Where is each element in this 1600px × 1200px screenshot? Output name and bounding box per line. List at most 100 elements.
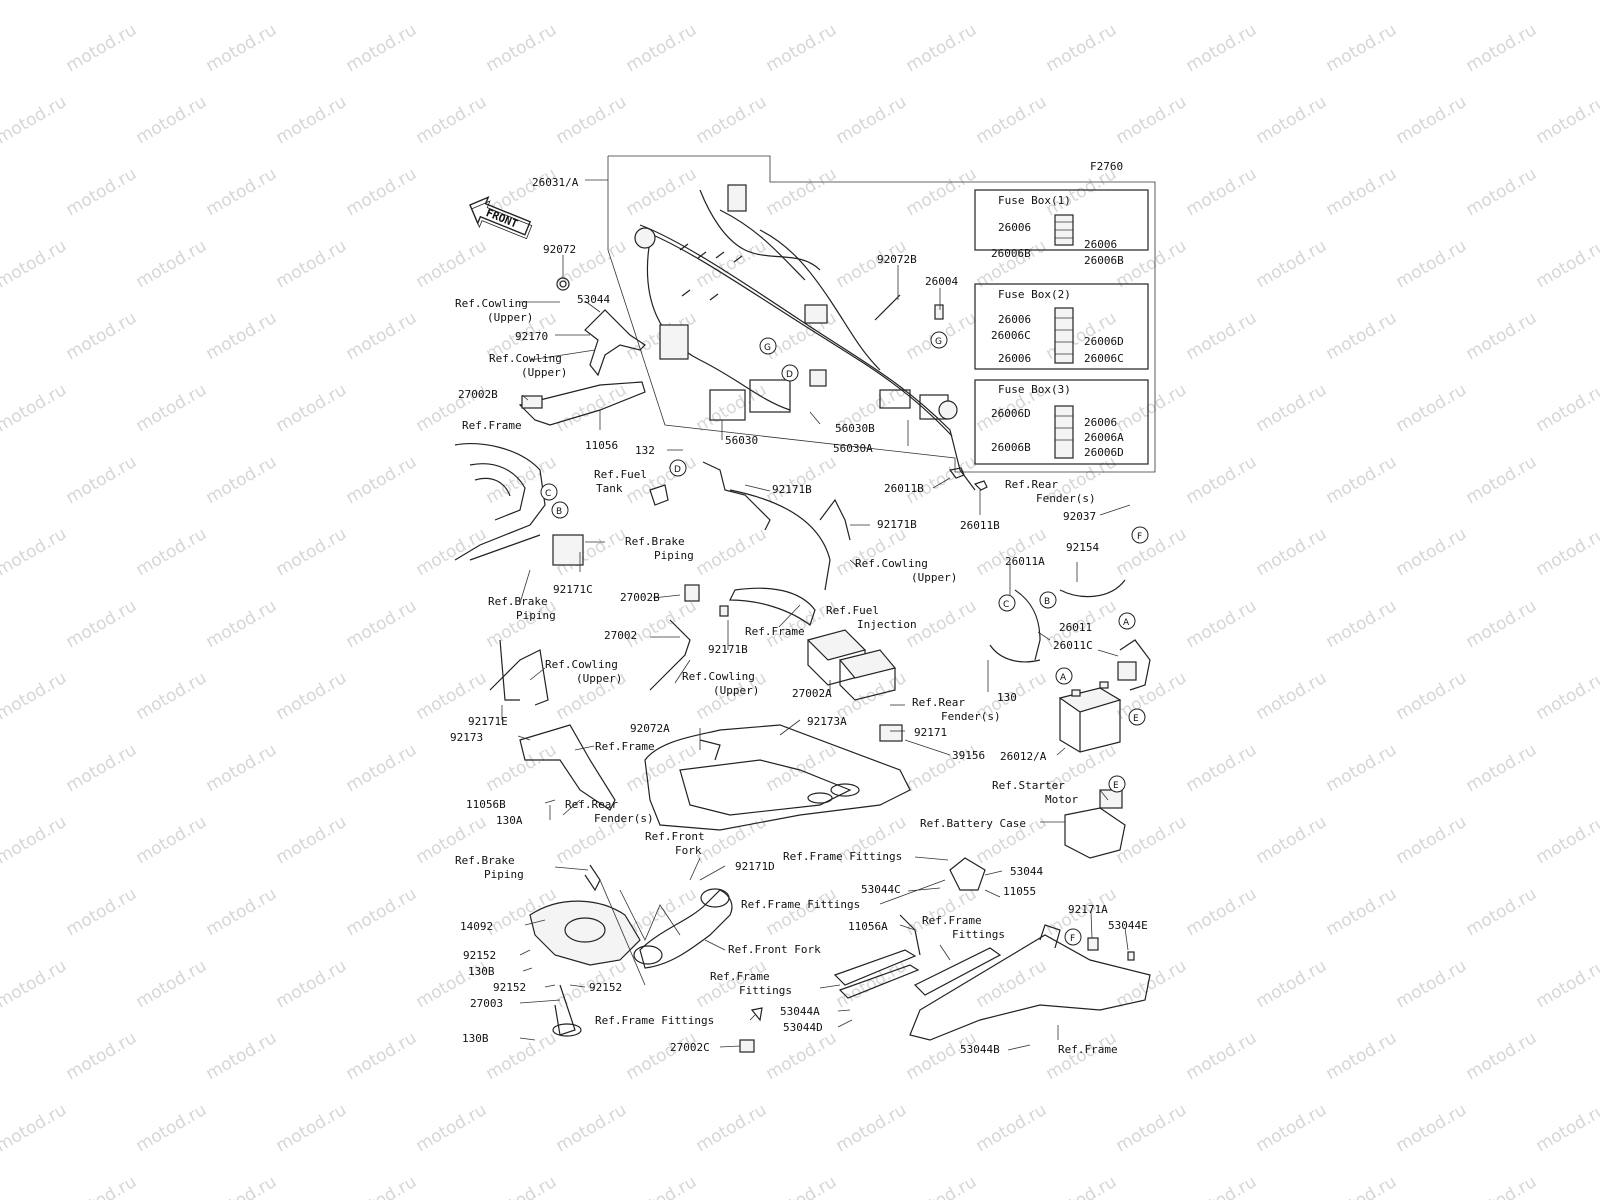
watermark-text: motod.ru <box>1463 164 1541 220</box>
fuse-box-2-left-2: 26006 <box>998 352 1031 365</box>
label-11056: 11056 <box>585 439 618 452</box>
watermark-text: motod.ru <box>693 92 771 148</box>
watermark-text: motod.ru <box>693 380 771 436</box>
label-11056B: 11056B <box>466 798 506 811</box>
watermark-text: motod.ru <box>1393 380 1471 436</box>
watermark-text: motod.ru <box>413 524 491 580</box>
svg-text:F: F <box>1070 934 1075 944</box>
label-ref-front-fork-1b: Fork <box>675 844 702 857</box>
label-53044B: 53044B <box>960 1043 1000 1056</box>
watermark-text: motod.ru <box>1113 956 1191 1012</box>
svg-text:G: G <box>935 337 942 347</box>
watermark-text: motod.ru <box>693 524 771 580</box>
fuse-box-1-right-0: 26006 <box>1084 238 1117 251</box>
watermark-text: motod.ru <box>1393 812 1471 868</box>
watermark-text: motod.ru <box>763 884 841 940</box>
watermark-text: motod.ru <box>343 308 421 364</box>
label-92154: 92154 <box>1066 541 1099 554</box>
label-ref-cowling-upper-4a: Ref.Cowling <box>545 658 618 671</box>
watermark-text: motod.ru <box>553 92 631 148</box>
watermark-text: motod.ru <box>133 236 211 292</box>
figure-code: F2760 <box>1090 160 1123 173</box>
label-ref-frame-2: Ref.Frame <box>745 625 805 638</box>
watermark-text: motod.ru <box>1533 380 1600 436</box>
watermark-text: motod.ru <box>0 0 70 4</box>
label-92171E: 92171E <box>468 715 508 728</box>
watermark-text: motod.ru <box>63 740 141 796</box>
label-130A: 130A <box>496 814 523 827</box>
watermark-text: motod.ru <box>1323 1172 1401 1200</box>
svg-text:A: A <box>1060 673 1067 683</box>
label-92171B-3: 92171B <box>708 643 748 656</box>
label-11056A: 11056A <box>848 920 888 933</box>
watermark-text: motod.ru <box>1463 1028 1541 1084</box>
label-ref-cowling-upper-5a: Ref.Cowling <box>682 670 755 683</box>
watermark-text: motod.ru <box>203 164 281 220</box>
label-92072B: 92072B <box>877 253 917 266</box>
watermark-text: motod.ru <box>1253 668 1331 724</box>
watermark-text: motod.ru <box>763 1172 841 1200</box>
label-ref-rear-fender-3a: Ref.Rear <box>565 798 618 811</box>
watermark-text: motod.ru <box>133 1100 211 1156</box>
center-brackets <box>489 461 851 811</box>
watermark-text: motod.ru <box>0 380 70 436</box>
callout-g-2: G <box>759 337 777 355</box>
svg-text:D: D <box>674 465 681 475</box>
label-26004: 26004 <box>925 275 958 288</box>
label-92072A: 92072A <box>630 722 670 735</box>
watermark-text: motod.ru <box>1393 956 1471 1012</box>
fuse-box-1-left-0: 26006 <box>998 221 1031 234</box>
watermark-text: motod.ru <box>553 1100 631 1156</box>
watermark-text: motod.ru <box>1463 20 1541 76</box>
watermark-text: motod.ru <box>973 92 1051 148</box>
watermark-text: motod.ru <box>0 524 70 580</box>
label-27002B-2: 27002B <box>620 591 660 604</box>
watermark-text: motod.ru <box>553 0 631 4</box>
watermark-text: motod.ru <box>1323 884 1401 940</box>
watermark-text: motod.ru <box>1183 884 1261 940</box>
watermark-text: motod.ru <box>203 452 281 508</box>
watermark-text: motod.ru <box>1183 452 1261 508</box>
watermark-text: motod.ru <box>1183 740 1261 796</box>
label-132: 132 <box>635 444 655 457</box>
watermark-text: motod.ru <box>1323 164 1401 220</box>
fuse-box-2-left-1: 26006C <box>991 329 1031 342</box>
watermark-text: motod.ru <box>0 92 70 148</box>
label-53044-top: 53044 <box>577 293 610 306</box>
left-frame-drawing <box>454 442 584 566</box>
watermark-text: motod.ru <box>343 884 421 940</box>
watermark-text: motod.ru <box>1253 0 1331 4</box>
svg-text:E: E <box>1113 781 1119 791</box>
watermark-text: motod.ru <box>343 740 421 796</box>
watermark-text: motod.ru <box>0 956 70 1012</box>
watermark-text: motod.ru <box>343 1172 421 1200</box>
label-ref-frame-fittings-4a: Ref.Frame <box>710 970 770 983</box>
watermark-text: motod.ru <box>1463 596 1541 652</box>
watermark-text: motod.ru <box>1533 0 1600 4</box>
label-92173: 92173 <box>450 731 483 744</box>
label-ref-frame-fittings-4b: Fittings <box>739 984 792 997</box>
watermark-text: motod.ru <box>63 596 141 652</box>
callout-e-2: E <box>1108 775 1126 793</box>
watermark-text: motod.ru <box>0 1100 70 1156</box>
watermark-text: motod.ru <box>973 956 1051 1012</box>
watermark-text: motod.ru <box>1533 668 1600 724</box>
label-130-1: 130 <box>997 691 1017 704</box>
fuse-box-3-title: Fuse Box(3) <box>998 383 1071 396</box>
label-ref-cowling-upper-3b: (Upper) <box>911 571 957 584</box>
main-harness-drawing <box>634 184 988 491</box>
watermark-text: motod.ru <box>1113 380 1191 436</box>
ecu-boxes <box>806 629 903 742</box>
label-53044-mid: 53044 <box>1010 865 1043 878</box>
watermark-text: motod.ru <box>1463 308 1541 364</box>
fuse-box-2-left-0: 26006 <box>998 313 1031 326</box>
callout-c-2: C <box>998 594 1016 612</box>
watermark-text: motod.ru <box>203 20 281 76</box>
watermark-text: motod.ru <box>413 92 491 148</box>
front-fork-drawing <box>599 879 733 986</box>
label-56030A: 56030A <box>833 442 873 455</box>
fuse-box-3: Fuse Box(3) 26006D 26006B 26006 26006A 2… <box>974 379 1149 465</box>
label-26012A: 26012/A <box>1000 750 1047 763</box>
watermark-text: motod.ru <box>1323 1028 1401 1084</box>
